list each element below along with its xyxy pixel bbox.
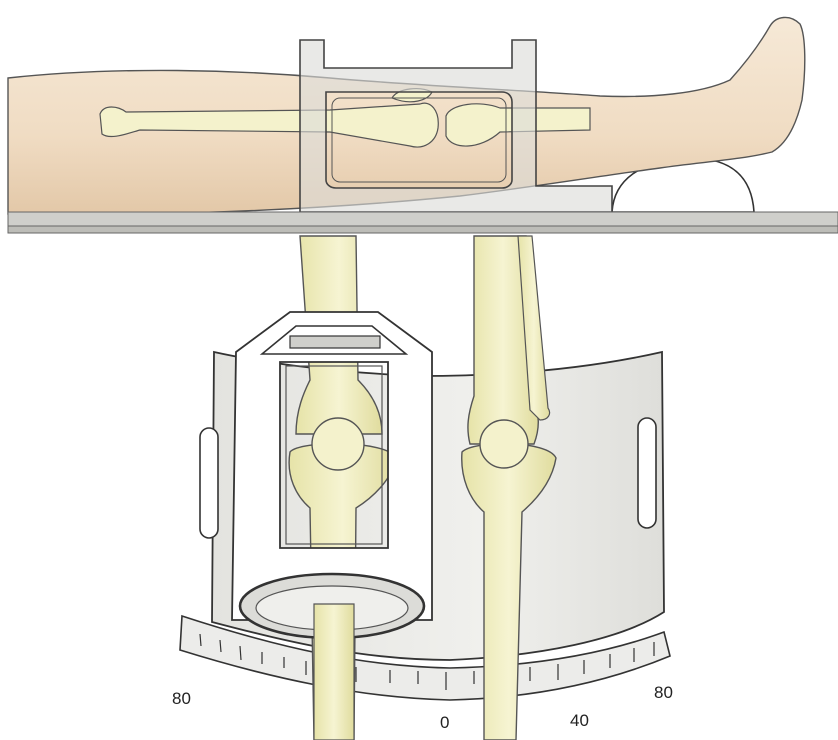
- left-tibia-through-ring: [314, 604, 354, 740]
- right-handle-slot: [638, 418, 656, 528]
- side-view: [8, 17, 838, 233]
- device-top-bar: [290, 336, 380, 348]
- table-top: [8, 212, 838, 226]
- scale-label-left-80: 80: [172, 689, 191, 708]
- right-patella: [480, 420, 528, 468]
- scale-label-right-40: 40: [570, 711, 589, 730]
- front-view: 80 0 40 80: [172, 236, 673, 740]
- scale-label-right-80: 80: [654, 683, 673, 702]
- table-edge: [8, 226, 838, 233]
- scale-label-center-0: 0: [440, 713, 449, 732]
- left-patella: [312, 418, 364, 470]
- left-handle-slot: [200, 428, 218, 538]
